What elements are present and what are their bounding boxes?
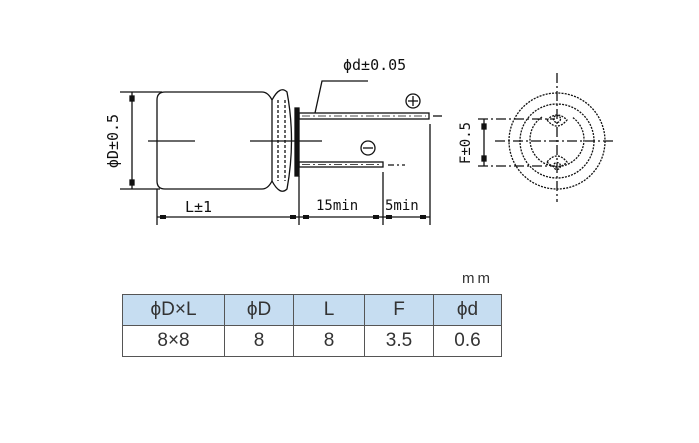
- unit-label: mm: [462, 270, 493, 287]
- length-label: L±1: [185, 198, 213, 216]
- rubber-seal: [294, 107, 300, 177]
- positive-lead: [298, 112, 430, 120]
- negative-symbol-icon: [360, 140, 376, 156]
- table-cell: 8: [224, 325, 294, 357]
- lead-15-label: 15min: [316, 198, 359, 214]
- pitch-label: F±0.5: [458, 121, 474, 165]
- table-cell: 8×8: [122, 325, 225, 357]
- dimension-table: ϕD×L ϕD L F ϕd 8×8 8 8 3.5 0.6: [122, 294, 502, 357]
- lead-diameter-label: ϕd±0.05: [343, 56, 407, 74]
- lead-5-label: 5min: [385, 198, 419, 214]
- table-cell: 3.5: [364, 325, 434, 357]
- table-cell: 8: [293, 325, 365, 357]
- negative-lead: [298, 161, 384, 168]
- header-cell: ϕD×L: [122, 294, 225, 326]
- table-cell: 0.6: [433, 325, 502, 357]
- positive-symbol-icon: [405, 93, 421, 109]
- table-header-row: ϕD×L ϕD L F ϕd: [122, 294, 502, 326]
- body-diameter-label: ϕD±0.5: [104, 113, 122, 169]
- header-cell: F: [364, 294, 434, 326]
- capacitor-body: [156, 91, 273, 190]
- lead-diameter-leader: [314, 80, 368, 114]
- header-cell: ϕD: [224, 294, 294, 326]
- capacitor-seal-bulge: [271, 89, 293, 192]
- header-cell: L: [293, 294, 365, 326]
- table-row: 8×8 8 8 3.5 0.6: [122, 325, 502, 357]
- header-cell: ϕd: [433, 294, 502, 326]
